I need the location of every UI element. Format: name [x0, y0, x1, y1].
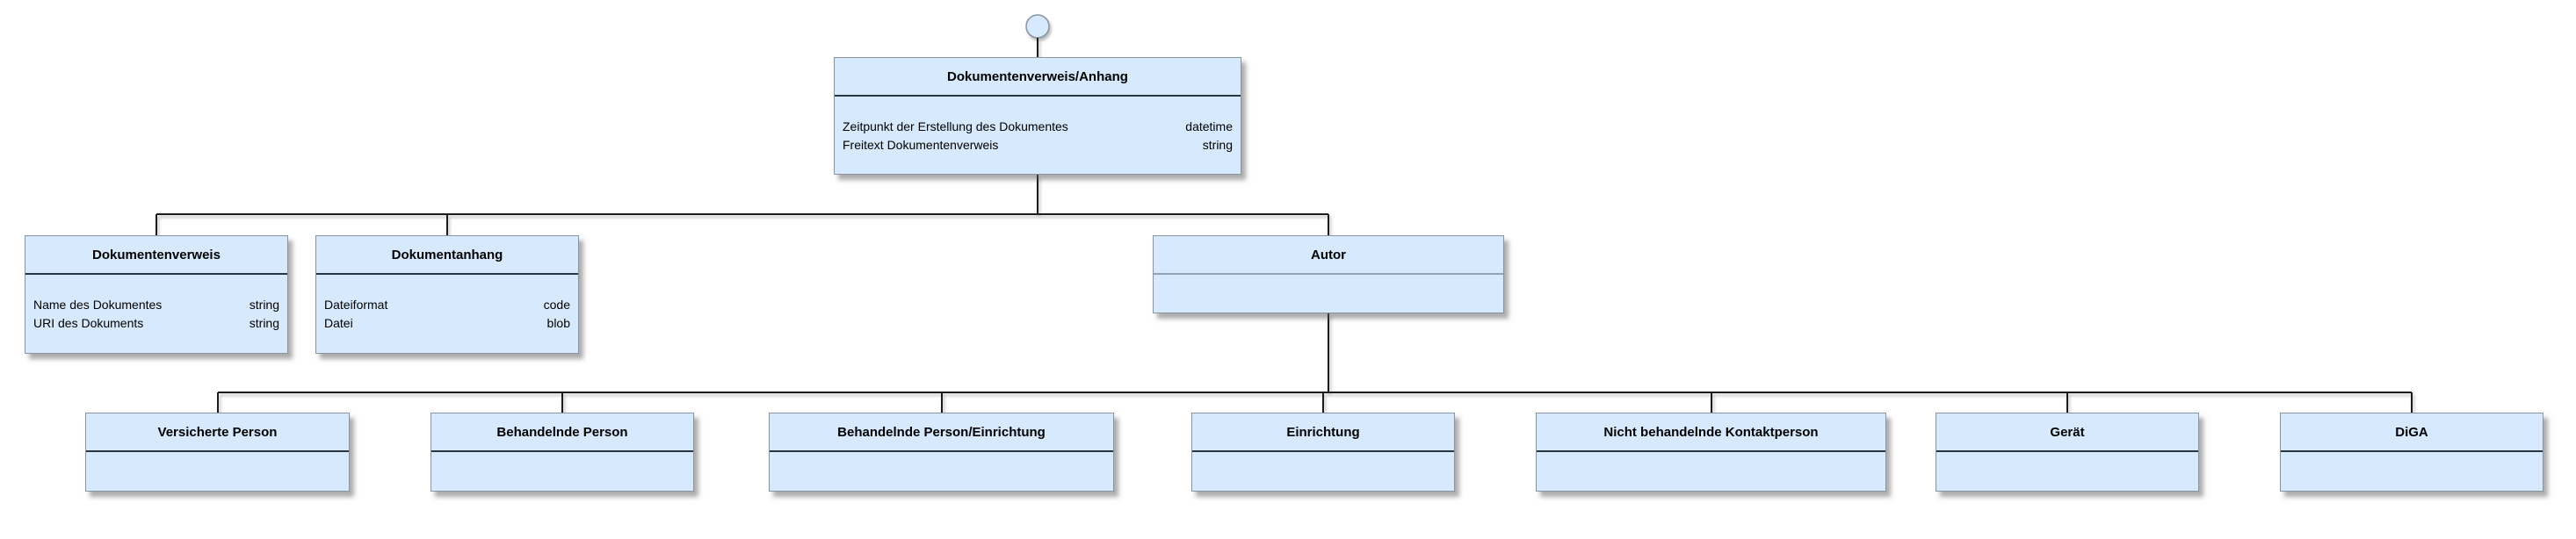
node-attributes [1537, 452, 1885, 473]
node-separator [770, 450, 1113, 452]
class-node-autor[interactable]: Autor [1153, 235, 1504, 313]
node-title: Gerät [2050, 424, 2085, 440]
attribute-row: Freitext Dokumentenverweis string [843, 136, 1233, 155]
class-node-behandelnde-person-einrichtung[interactable]: Behandelnde Person/Einrichtung [769, 413, 1114, 492]
attribute-type: datetime [1185, 119, 1233, 133]
node-title: Behandelnde Person [496, 424, 628, 440]
class-node-dokumentenverweis[interactable]: Dokumentenverweis Name des Dokumentes str… [25, 235, 288, 354]
class-node-dokumentenverweis-anhang[interactable]: Dokumentenverweis/Anhang Zeitpunkt der E… [834, 57, 1241, 175]
attribute-name: URI des Dokuments [33, 316, 144, 330]
node-separator [25, 273, 287, 275]
attribute-type: blob [546, 316, 570, 330]
attribute-row: URI des Dokuments string [33, 314, 279, 333]
node-title: Einrichtung [1286, 424, 1360, 440]
node-separator [1936, 450, 2198, 452]
node-title: Autor [1311, 247, 1346, 262]
node-separator [431, 450, 693, 452]
attribute-row: Datei blob [324, 314, 570, 333]
node-title: Nicht behandelnde Kontaktperson [1603, 424, 1819, 440]
root-anchor-circle [1025, 14, 1050, 39]
node-title: Versicherte Person [157, 424, 278, 440]
node-separator [1154, 273, 1503, 275]
node-title: Behandelnde Person/Einrichtung [837, 424, 1046, 440]
class-node-versicherte-person[interactable]: Versicherte Person [85, 413, 350, 492]
class-node-geraet[interactable]: Gerät [1936, 413, 2199, 492]
attribute-row: Zeitpunkt der Erstellung des Dokumentes d… [843, 118, 1233, 136]
attribute-type: string [1202, 138, 1233, 152]
node-title: DiGA [2395, 424, 2428, 440]
node-title: Dokumentenverweis [92, 247, 221, 262]
node-separator [316, 273, 578, 275]
attribute-type: string [249, 316, 279, 330]
node-attributes [770, 452, 1113, 473]
attribute-name: Dateiformat [324, 298, 388, 312]
node-separator [86, 450, 349, 452]
node-attributes: Zeitpunkt der Erstellung des Dokumentes d… [835, 97, 1241, 155]
attribute-type: code [543, 298, 570, 312]
node-title: Dokumentenverweis/Anhang [947, 68, 1128, 84]
attribute-row: Dateiformat code [324, 296, 570, 314]
class-node-behandelnde-person[interactable]: Behandelnde Person [431, 413, 694, 492]
node-separator [835, 95, 1241, 97]
node-attributes [1936, 452, 2198, 473]
attribute-name: Name des Dokumentes [33, 298, 163, 312]
node-separator [2281, 450, 2543, 452]
attribute-name: Freitext Dokumentenverweis [843, 138, 999, 152]
node-attributes [2281, 452, 2543, 473]
node-attributes [431, 452, 693, 473]
attribute-row: Name des Dokumentes string [33, 296, 279, 314]
node-separator [1537, 450, 1885, 452]
node-attributes [1154, 275, 1503, 296]
class-node-einrichtung[interactable]: Einrichtung [1191, 413, 1455, 492]
node-title: Dokumentanhang [391, 247, 503, 262]
attribute-type: string [249, 298, 279, 312]
class-node-diga[interactable]: DiGA [2280, 413, 2543, 492]
node-attributes [1192, 452, 1454, 473]
node-attributes [86, 452, 349, 473]
attribute-name: Zeitpunkt der Erstellung des Dokumentes [843, 119, 1068, 133]
class-node-nicht-behandelnde-kontaktperson[interactable]: Nicht behandelnde Kontaktperson [1536, 413, 1886, 492]
node-separator [1192, 450, 1454, 452]
attribute-name: Datei [324, 316, 353, 330]
